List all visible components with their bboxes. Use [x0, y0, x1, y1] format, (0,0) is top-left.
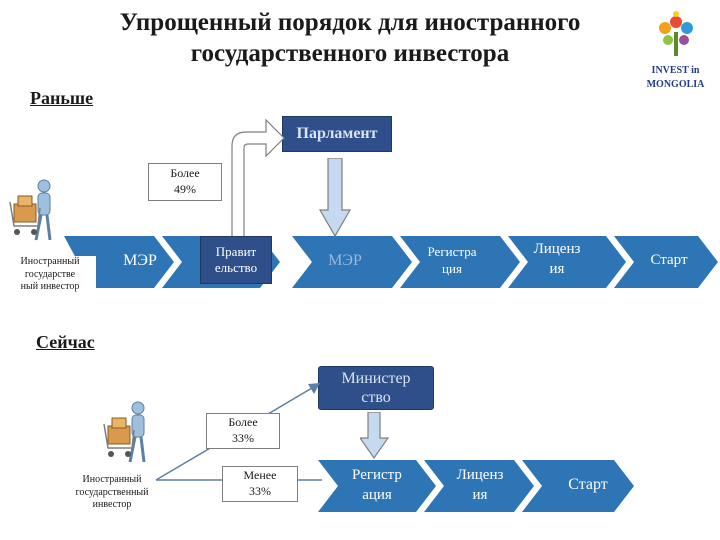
threshold-49-line-1: Более: [170, 166, 200, 181]
less-33-line-2: 33%: [248, 484, 271, 498]
start-label-now: Старт: [568, 476, 608, 493]
chevron-registration-now: [318, 460, 436, 512]
government-box: Правит ельство: [200, 236, 272, 284]
investor-label-before: Иностранный государстве ный инвестор: [4, 256, 96, 294]
license-before-line-1: Лиценз: [533, 241, 581, 257]
now-heading: Сейчас: [36, 332, 95, 352]
investor-before-line-2: государстве: [24, 268, 76, 280]
page-title: Упрощенный порядок для иностранного госу…: [60, 8, 640, 69]
down-arrow-from-ministry: [360, 412, 390, 460]
investor-cart-icon-before: [9, 179, 52, 241]
investor-now-line-1: Иностранный: [82, 474, 142, 485]
registration-now-line-2: ация: [362, 486, 392, 503]
parliament-box: Парламент: [282, 116, 392, 152]
invest-mongolia-logo: INVEST in MONGOLIA: [638, 10, 713, 90]
title-line-1: Упрощенный порядок для иностранного: [119, 9, 581, 36]
chevron-registration: [400, 236, 520, 288]
title-line-2: государственного инвестора: [190, 39, 510, 67]
registration-label-now: Регистр ация: [334, 466, 420, 505]
less-33-label: Менее 33%: [222, 466, 298, 502]
less-33-line-1: Менее: [243, 468, 277, 483]
more-33-line-1: Более: [228, 415, 258, 430]
registration-before-line-1: Регистра: [427, 244, 477, 259]
ministry-box: Министер ство: [318, 366, 434, 410]
license-now-line-1: Лиценз: [456, 467, 504, 483]
license-now-line-2: ия: [472, 486, 488, 503]
investor-now-line-3: инвестор: [92, 499, 132, 510]
chevron-start: [614, 236, 718, 288]
registration-now-line-1: Регистр: [352, 467, 402, 483]
investor-now-line-2: государственный: [75, 486, 149, 498]
mer2-label: МЭР: [328, 252, 362, 269]
threshold-49-label: Более 49%: [148, 163, 222, 201]
registration-label-before: Регистра ция: [412, 244, 492, 278]
government-line-2: ельство: [214, 260, 258, 275]
chevron-license-now: [424, 460, 534, 512]
license-before-line-2: ия: [549, 260, 565, 277]
process-chevrons-now: [318, 460, 634, 512]
ministry-line-2: ство: [361, 389, 391, 406]
investor-before-line-3: ный инвестор: [20, 281, 80, 292]
investor-label-now: Иностранный государственный инвестор: [52, 474, 172, 512]
logo-tree-icon: [658, 11, 693, 56]
registration-before-line-2: ция: [442, 260, 462, 276]
license-label-now: Лиценз ия: [440, 466, 520, 505]
investor-before-line-1: Иностранный: [20, 256, 80, 267]
bent-arrow-to-parliament: [231, 118, 285, 243]
investor-cart-icon-now: [103, 401, 146, 463]
chevron-start-now: [522, 460, 634, 512]
start-label-before: Старт: [650, 252, 688, 268]
more-33-label: Более 33%: [206, 413, 280, 449]
ministry-line-1: Министер: [341, 369, 411, 387]
more-33-line-2: 33%: [232, 431, 254, 445]
mer-label: МЭР: [123, 252, 157, 269]
logo-line-2: MONGOLIA: [646, 78, 705, 90]
chevron-license: [508, 236, 626, 288]
down-arrow-from-parliament: [318, 158, 352, 238]
threshold-49-line-2: 49%: [174, 182, 196, 196]
parliament-label: Парламент: [296, 125, 378, 142]
before-heading: Раньше: [30, 88, 94, 108]
chevron-mer2: [292, 236, 412, 288]
logo-line-1: INVEST in: [651, 65, 700, 76]
license-label-before: Лиценз ия: [522, 240, 592, 279]
government-line-1: Правит: [215, 244, 257, 259]
